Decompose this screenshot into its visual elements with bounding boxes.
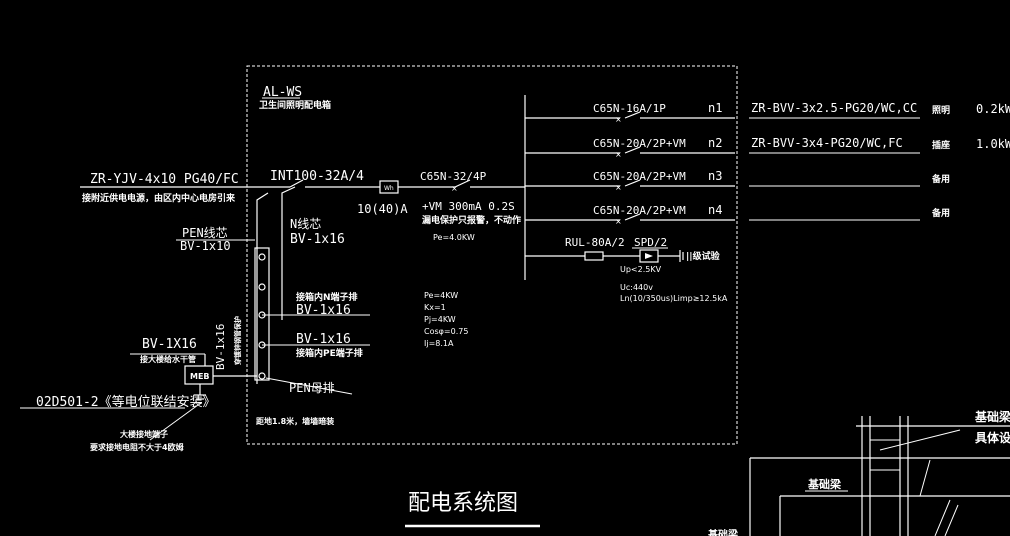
meb-label: MEB	[190, 372, 210, 381]
n-bar-label: 接箱内N端子排	[296, 291, 358, 303]
use-n1: 照明	[932, 105, 950, 116]
cable-n1: ZR-BVV-3x2.5-PG20/WC,CC	[751, 101, 917, 115]
n-bar-cable: BV-1x16	[296, 303, 351, 318]
n-core-wire	[281, 186, 296, 320]
pe-bar-cable: BV-1x16	[296, 332, 351, 347]
circuit-n4: × C65N-20A/2P+VM n4 备用	[525, 203, 950, 226]
circuit-n2: × C65N-20A/2P+VM n2 ZR-BVV-3x4-PG20/WC,F…	[525, 136, 1010, 159]
panel-enclosure	[246, 65, 738, 445]
svg-text:×: ×	[615, 115, 622, 124]
standard-ref: 02D501-2《等电位联结安装》	[36, 394, 216, 410]
power-n2: 1.0kW	[976, 137, 1010, 151]
incoming-source: 接附近供电电源，由区内中心电房引来	[82, 192, 236, 204]
circuit-id-n3: n3	[708, 169, 722, 183]
circuit-n1: × C65N-16A/1P n1 ZR-BVV-3x2.5-PG20/WC,CC…	[525, 101, 1010, 124]
spd-name: SPD/2	[634, 236, 667, 249]
cable-n2: ZR-BVV-3x4-PG20/WC,FC	[751, 136, 903, 150]
meb-box	[184, 365, 214, 385]
spd-fuse	[584, 251, 604, 261]
use-n3: 备用	[931, 173, 950, 185]
circuit-id-n2: n2	[708, 136, 722, 150]
rcd-contact	[454, 179, 471, 188]
breaker-n2: C65N-20A/2P+VM	[593, 137, 686, 150]
detail-label-3: 基础梁	[807, 477, 842, 491]
earth-terminal: 大楼接地端子	[120, 429, 168, 439]
rcd-note: 漏电保护只报警，不动作	[422, 214, 521, 226]
n-core-label: N线芯	[290, 217, 321, 231]
pen-core-label: PEN线芯	[182, 226, 228, 240]
main-switch-contact	[289, 179, 304, 188]
mounting-note: 距地1.8米，墙墙暗装	[256, 416, 334, 426]
detail-label-1: 基础梁	[974, 409, 1010, 424]
spd-ln: Ln(10/350us)Limp≥12.5kA	[620, 294, 728, 303]
water-cable: BV-1X16	[142, 337, 197, 352]
rcd-spec: +VM 300mA 0.2S	[422, 200, 515, 213]
meter-rating: 10(40)A	[357, 202, 408, 216]
incoming-cable: ZR-YJV-4x10 PG40/FC	[90, 172, 239, 187]
circuit-n3: × C65N-20A/2P+VM n3 备用	[525, 169, 950, 192]
calc-ij: Ij=8.1A	[424, 339, 454, 348]
calc-pj: Pj=4KW	[424, 315, 456, 324]
detail-label-4: 基础梁	[707, 528, 739, 536]
svg-text:×: ×	[615, 183, 622, 192]
load-calc: Pe=4KW Kx=1 Pj=4KW Cosφ=0.75 Ij=8.1A	[424, 291, 468, 348]
power-n1: 0.2kW	[976, 102, 1010, 116]
spd-branch: RUL-80A/2 SPD/2 ||级试验 Up<2.5KV Uc:440v L…	[525, 236, 728, 303]
meter-symbol: Wh	[384, 185, 394, 192]
vertical-cable: BV-1x16	[214, 324, 227, 370]
panel-desc: 卫生间照明配电箱	[259, 99, 331, 111]
spd-uc: Uc:440v	[620, 283, 653, 292]
calc-cos: Cosφ=0.75	[424, 327, 468, 336]
foundation-detail: 基础梁 具体设 基础梁 基础梁	[707, 409, 1010, 536]
earth-note: 要求接地电阻不大于4欧姆	[90, 442, 184, 452]
circuit-id-n4: n4	[708, 203, 722, 217]
use-n4: 备用	[931, 207, 950, 219]
rcd-x-mark: ×	[451, 184, 458, 193]
panel-name: AL-WS	[263, 85, 302, 100]
spd-grade: ||级试验	[686, 250, 721, 262]
breaker-n4: C65N-20A/2P+VM	[593, 204, 686, 217]
breaker-n3: C65N-20A/2P+VM	[593, 170, 686, 183]
spd-breaker: RUL-80A/2	[565, 236, 625, 249]
calc-pe: Pe=4KW	[424, 291, 458, 300]
svg-text:×: ×	[615, 217, 622, 226]
use-n2: 插座	[932, 139, 950, 151]
calc-kx: Kx=1	[424, 303, 446, 312]
rcd-pe: Pe=4.0KW	[433, 233, 475, 242]
pe-bar-label: 接箱内PE端子排	[296, 347, 363, 359]
vertical-note: 穿镀锌钢管保护	[233, 316, 242, 365]
circuit-id-n1: n1	[708, 101, 722, 115]
pen-core-cable: BV-1x10	[180, 239, 231, 253]
main-switch-label: INT100-32A/4	[270, 169, 364, 184]
detail-label-2: 具体设	[975, 430, 1010, 445]
breaker-n1: C65N-16A/1P	[593, 102, 666, 115]
svg-text:×: ×	[615, 150, 622, 159]
drawing-title: 配电系统图	[408, 491, 518, 516]
terminal-strip	[254, 247, 270, 381]
n-core-cable: BV-1x16	[290, 232, 345, 247]
rcd-label: C65N-32/4P	[420, 170, 487, 183]
spd-up: Up<2.5KV	[620, 265, 662, 274]
water-note: 接大楼给水干管	[140, 354, 196, 364]
